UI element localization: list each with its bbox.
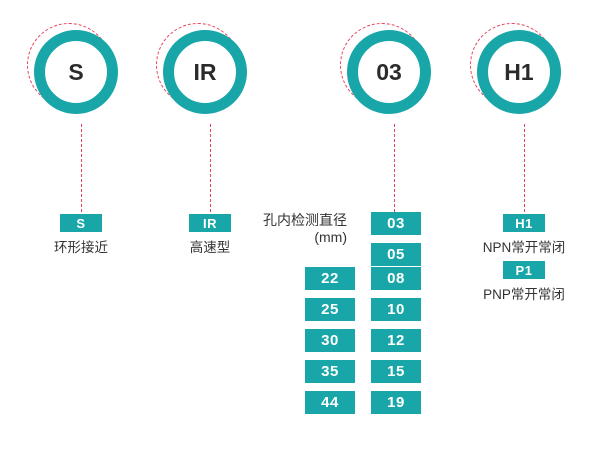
badge-diameter-right[interactable]: 03 [371, 212, 421, 235]
badge-output-p1[interactable]: P1 [503, 261, 545, 279]
teal-ring-icon [347, 30, 431, 114]
badge-output-h1[interactable]: H1 [503, 214, 545, 232]
badge-diameter-right[interactable]: 19 [371, 391, 421, 414]
caption-output-h1: NPN常开常闭 [482, 240, 566, 255]
series-node-code: S [68, 58, 84, 85]
type-node[interactable]: IR [156, 23, 247, 114]
badge-diameter-left[interactable]: 22 [305, 267, 355, 290]
diameter-group-label: 孔内检测直径 (mm) [182, 212, 347, 246]
connector-output [524, 124, 525, 212]
type-node-code: IR [193, 58, 217, 85]
teal-ring-icon [163, 30, 247, 114]
badge-diameter-left[interactable]: 25 [305, 298, 355, 321]
badge-diameter-right[interactable]: 15 [371, 360, 421, 383]
diameter-group-label-line1: 孔内检测直径 [263, 212, 347, 228]
diameter-node-code: 03 [376, 58, 402, 85]
output-node[interactable]: H1 [470, 23, 561, 114]
badge-diameter-right[interactable]: 08 [371, 267, 421, 290]
connector-series [81, 124, 82, 212]
teal-ring-icon [34, 30, 118, 114]
badge-diameter-left[interactable]: 30 [305, 329, 355, 352]
badge-diameter-right[interactable]: 05 [371, 243, 421, 266]
connector-diameter [394, 124, 395, 212]
caption-type: 高速型 [189, 240, 231, 255]
badge-diameter-right[interactable]: 10 [371, 298, 421, 321]
caption-series: 环形接近 [54, 240, 108, 255]
diameter-node[interactable]: 03 [340, 23, 431, 114]
caption-output-p1: PNP常开常闭 [483, 287, 565, 302]
badge-diameter-left[interactable]: 35 [305, 360, 355, 383]
series-node[interactable]: S [27, 23, 118, 114]
badge-diameter-left[interactable]: 44 [305, 391, 355, 414]
connector-type [210, 124, 211, 212]
badge-type[interactable]: IR [189, 214, 231, 232]
teal-ring-icon [477, 30, 561, 114]
output-node-code: H1 [504, 58, 534, 85]
diameter-group-label-line2: (mm) [314, 229, 347, 245]
badge-diameter-right[interactable]: 12 [371, 329, 421, 352]
badge-series[interactable]: S [60, 214, 102, 232]
